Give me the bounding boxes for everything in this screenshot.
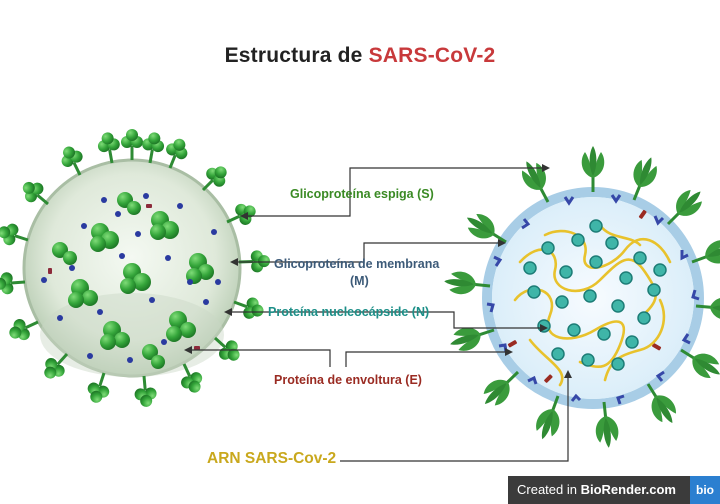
spike-glycoprotein-label: Glicoproteína espiga (S) bbox=[290, 187, 434, 201]
biorender-credit-badge[interactable]: Created in BioRender.com bio bbox=[508, 476, 720, 504]
envelope-callout-line-left bbox=[192, 349, 331, 367]
credit-brand: BioRender.com bbox=[580, 482, 676, 497]
spike-callout-line bbox=[248, 167, 542, 217]
right-envelope-proteins bbox=[507, 209, 662, 383]
envelope-callout-line-right bbox=[345, 351, 505, 367]
nucleocapsid-protein-label: Proteína nucleocápside (N) bbox=[268, 305, 430, 319]
title-prefix: Estructura de bbox=[224, 44, 369, 67]
rna-label: ARN SARS-Cov-2 bbox=[207, 450, 337, 467]
credit-text: Created in BioRender.com bbox=[517, 476, 676, 504]
nucleocapsid-callout-line bbox=[232, 311, 540, 329]
title-highlight: SARS-CoV-2 bbox=[368, 44, 496, 67]
membrane-glycoprotein-label: Glicoproteína de membrana bbox=[274, 257, 440, 271]
envelope-protein-label: Proteína de envoltura (E) bbox=[274, 373, 422, 387]
left-virion bbox=[0, 127, 272, 410]
left-membrane-proteins bbox=[41, 193, 221, 363]
callout-lines bbox=[192, 167, 569, 462]
diagram-title: Estructura de SARS-CoV-2 bbox=[0, 44, 720, 68]
nucleocapsid-proteins bbox=[523, 219, 667, 371]
left-face-spikes bbox=[52, 192, 214, 369]
membrane-glycoprotein-label-abbrev: (M) bbox=[350, 274, 369, 288]
callout-arrowheads bbox=[184, 164, 572, 378]
right-virion bbox=[441, 144, 720, 451]
biorender-logo-icon: bio bbox=[690, 476, 720, 504]
membrane-callout-line bbox=[238, 242, 498, 263]
credit-prefix: Created in bbox=[517, 482, 581, 497]
rna-callout-line bbox=[340, 378, 569, 462]
left-envelope-proteins bbox=[48, 204, 200, 350]
